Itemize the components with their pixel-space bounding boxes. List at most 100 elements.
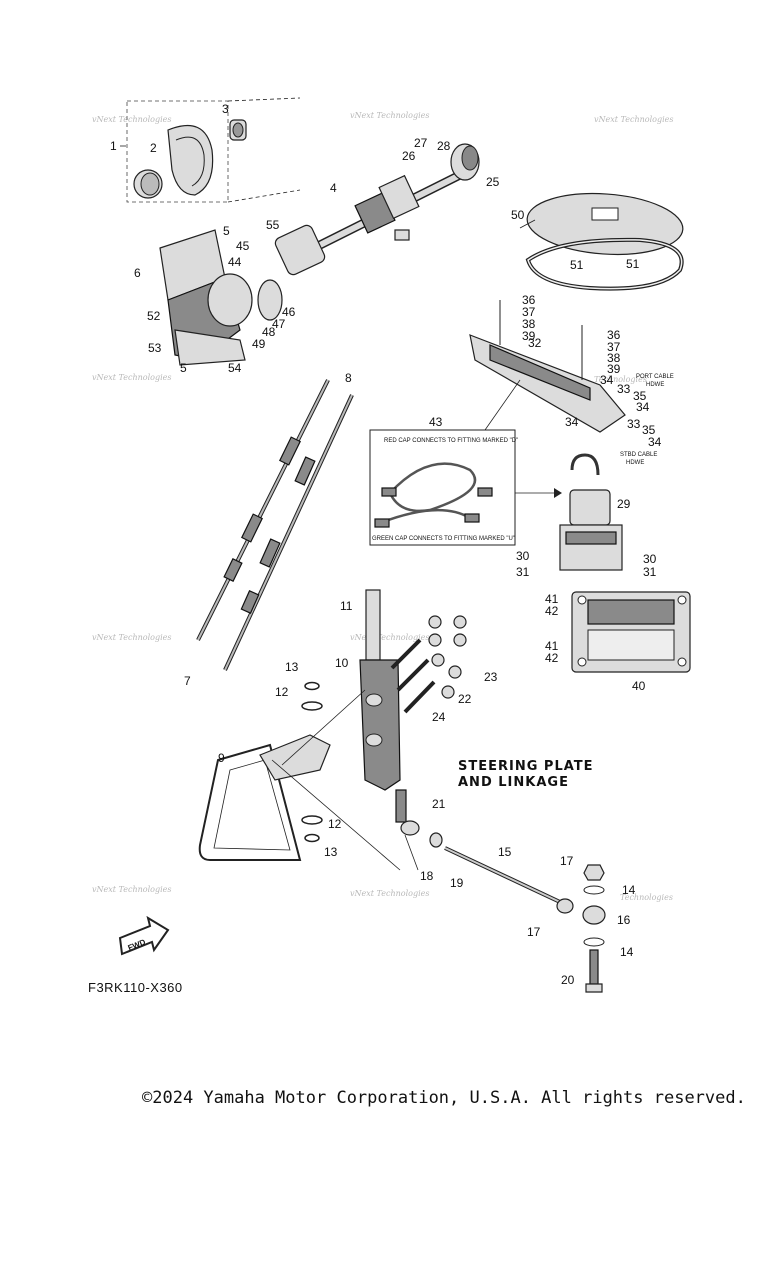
steering-wheel xyxy=(167,124,214,196)
hose xyxy=(388,462,477,513)
callout: 34 xyxy=(600,373,614,387)
callout: 9 xyxy=(218,751,225,765)
callout: 43 xyxy=(429,415,443,429)
rod-end-16 xyxy=(582,905,606,925)
callout: 52 xyxy=(147,309,161,323)
watermark: vNext Technologies xyxy=(92,373,171,382)
stud-set xyxy=(390,615,467,714)
callout: 37 xyxy=(607,340,621,354)
hose-kit-box: RED CAP CONNECTS TO FITTING MARKED "D" G… xyxy=(369,379,562,546)
callout: 22 xyxy=(458,692,472,706)
callout: 18 xyxy=(420,869,434,883)
callout: 45 xyxy=(236,239,250,253)
callout: 42 xyxy=(545,651,559,665)
callout: 5 xyxy=(180,361,187,375)
callout: 44 xyxy=(228,255,242,269)
callouts: 1 2 3 4 5 5 6 7 8 9 10 11 12 12 13 13 14… xyxy=(110,102,662,987)
figure-code: F3RK110-X360 xyxy=(88,980,183,995)
callout: 46 xyxy=(282,305,296,319)
port-cable-caption: PORT CABLE xyxy=(636,374,674,380)
steering-plate xyxy=(198,681,331,861)
callout: 13 xyxy=(285,660,299,674)
callout: 32 xyxy=(528,336,542,350)
hatch-cover xyxy=(525,192,684,291)
callout: 20 xyxy=(561,973,575,987)
callout: 36 xyxy=(522,293,536,307)
callout: 31 xyxy=(643,565,657,579)
callout: 5 xyxy=(223,224,230,238)
callout: 28 xyxy=(437,139,451,153)
leader-lines xyxy=(120,145,536,871)
callout: 55 xyxy=(266,218,280,232)
ball-joint-18 xyxy=(400,820,420,836)
callout: 7 xyxy=(184,674,191,688)
callout: 2 xyxy=(150,141,157,155)
red-cap-caption: RED CAP CONNECTS TO FITTING MARKED "D" xyxy=(384,438,518,444)
callout: 4 xyxy=(330,181,337,195)
callout: 12 xyxy=(328,817,342,831)
callout: 14 xyxy=(620,945,634,959)
watermark: vNext Technologies xyxy=(350,633,429,642)
callout: 6 xyxy=(134,266,141,280)
watermark: vNext Technologies xyxy=(594,115,673,124)
callout: 36 xyxy=(607,328,621,342)
steering-column xyxy=(274,143,480,276)
callout: 19 xyxy=(450,876,464,890)
watermark: vNext Technologies xyxy=(92,115,171,124)
callout: 10 xyxy=(335,656,349,670)
callout: 21 xyxy=(432,797,446,811)
callout: 26 xyxy=(402,149,416,163)
callout: 54 xyxy=(228,361,242,375)
callout: 17 xyxy=(527,925,541,939)
callout: 8 xyxy=(345,371,352,385)
callout: 34 xyxy=(636,400,650,414)
hose-kit-frame xyxy=(369,429,516,546)
callout: 39 xyxy=(607,362,621,376)
callout: 35 xyxy=(642,423,656,437)
callout: 30 xyxy=(643,552,657,566)
bolt-21 xyxy=(395,789,407,823)
callout: 50 xyxy=(511,208,525,222)
callout: 53 xyxy=(148,341,162,355)
steering-arm-body xyxy=(359,659,401,791)
dashed-box xyxy=(126,100,229,203)
fwd-arrow: FWD xyxy=(118,915,170,956)
steering-plate-unit xyxy=(469,300,626,433)
callout: 37 xyxy=(522,305,536,319)
controller-module xyxy=(571,591,691,673)
callout: 38 xyxy=(607,351,621,365)
watermark: vNext Technologies xyxy=(350,889,429,898)
stbd-cable-caption: STBD CABLE xyxy=(620,452,657,458)
watermark: vNext Technologies xyxy=(92,633,171,642)
callout: 30 xyxy=(516,549,530,563)
pump-motor xyxy=(569,489,611,526)
callout: 23 xyxy=(484,670,498,684)
steering-pin xyxy=(365,589,381,661)
callout: 16 xyxy=(617,913,631,927)
callout: 41 xyxy=(545,592,559,606)
linkage xyxy=(395,789,606,993)
callout: 33 xyxy=(627,417,641,431)
diagram-title-line2: AND LINKAGE xyxy=(458,775,569,790)
column-housing xyxy=(274,224,326,276)
console-housing xyxy=(159,229,283,366)
callout: 42 xyxy=(545,604,559,618)
callout: 11 xyxy=(340,599,353,613)
callout: 41 xyxy=(545,639,559,653)
callout: 48 xyxy=(262,325,276,339)
steering-wheel-group xyxy=(126,97,301,203)
callout: 3 xyxy=(222,102,229,116)
callout: 29 xyxy=(617,497,631,511)
housing-lower xyxy=(174,329,246,366)
callout: 47 xyxy=(272,317,286,331)
callout: 17 xyxy=(560,854,574,868)
stbd-cable-caption: HDWE xyxy=(626,460,644,466)
hydraulic-pump xyxy=(559,453,623,571)
watermark: vNext Technologies xyxy=(350,111,429,120)
green-cap-caption: GREEN CAP CONNECTS TO FITTING MARKED "U" xyxy=(372,536,515,542)
callout: 27 xyxy=(414,136,428,150)
callout: 13 xyxy=(324,845,338,859)
diagram-title-line1: STEERING PLATE xyxy=(458,759,594,774)
callout: 33 xyxy=(617,382,631,396)
